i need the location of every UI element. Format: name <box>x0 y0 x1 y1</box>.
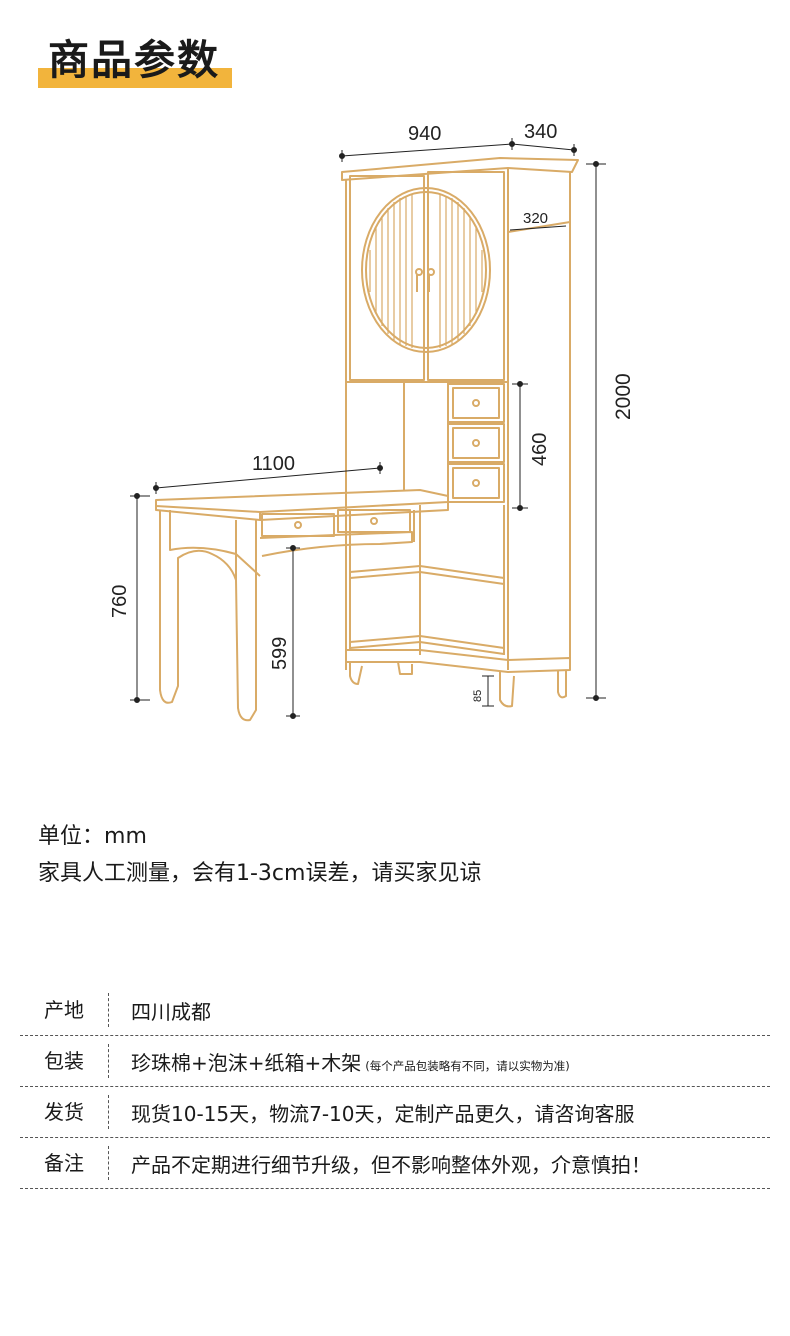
section-title: 商品参数 <box>38 32 234 90</box>
spec-value: 珍珠棉+泡沫+纸箱+木架 <box>131 1050 362 1075</box>
spec-key: 发货 <box>20 1095 109 1129</box>
dim-label-2000: 2000 <box>612 373 635 420</box>
spec-key: 产地 <box>20 993 109 1027</box>
dim-label-760: 760 <box>109 585 131 618</box>
spec-value-wrap: 珍珠棉+泡沫+纸箱+木架(每个产品包装略有不同，请以实物为准) <box>109 1047 570 1076</box>
dim-label-340: 340 <box>524 121 557 143</box>
spec-value: 现货10-15天，物流7-10天，定制产品更久，请咨询客服 <box>131 1101 635 1126</box>
spec-key: 包装 <box>20 1044 109 1078</box>
spec-row-shipping: 发货 现货10-15天，物流7-10天，定制产品更久，请咨询客服 <box>20 1087 770 1138</box>
measurement-note: 家具人工测量，会有1-3cm误差，请买家见谅 <box>38 861 482 886</box>
unit-label: 单位： <box>38 824 105 849</box>
spec-table: 产地 四川成都 包装 珍珠棉+泡沫+纸箱+木架(每个产品包装略有不同，请以实物为… <box>20 985 770 1189</box>
unit-value: mm <box>104 824 147 849</box>
spec-row-packaging: 包装 珍珠棉+泡沫+纸箱+木架(每个产品包装略有不同，请以实物为准) <box>20 1036 770 1087</box>
spec-row-origin: 产地 四川成都 <box>20 985 770 1036</box>
page-title: 商品参数 <box>48 36 220 84</box>
dim-label-320: 320 <box>523 210 548 227</box>
unit-line: 单位： mm <box>38 818 481 855</box>
title-underline-bar <box>38 68 232 88</box>
dim-label-1100: 1100 <box>252 453 295 475</box>
dim-label-599: 599 <box>269 637 291 670</box>
spec-row-remarks: 备注 产品不定期进行细节升级，但不影响整体外观，介意慎拍！ <box>20 1138 770 1189</box>
spec-value: 四川成都 <box>131 999 211 1024</box>
spec-key: 备注 <box>20 1146 109 1180</box>
unit-info: 单位： mm 家具人工测量，会有1-3cm误差，请买家见谅 <box>38 818 481 892</box>
furniture-dimension-drawing: 940 340 320 2000 460 1100 760 599 85 <box>109 121 635 722</box>
dim-label-85: 85 <box>472 690 484 702</box>
spec-value: 产品不定期进行细节升级，但不影响整体外观，介意慎拍！ <box>131 1152 651 1177</box>
spec-note: (每个产品包装略有不同，请以实物为准) <box>365 1058 570 1073</box>
dim-label-460: 460 <box>529 433 551 466</box>
dim-label-940: 940 <box>408 123 441 145</box>
